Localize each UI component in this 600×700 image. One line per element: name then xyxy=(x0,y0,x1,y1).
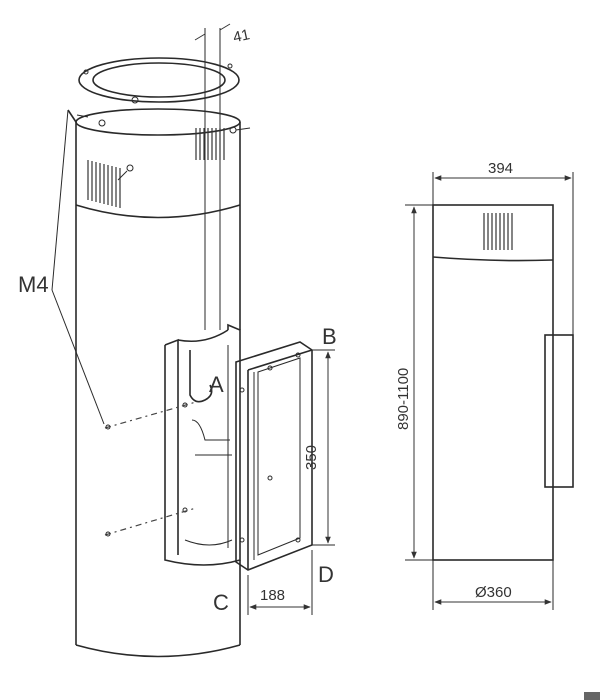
flange-ring xyxy=(78,57,240,104)
dim-height-label: 890-1100 xyxy=(395,368,412,430)
top-screws xyxy=(76,114,251,181)
dimension-188: 188 xyxy=(247,550,313,615)
label-d: D xyxy=(318,562,334,587)
right-vent-grill-icon xyxy=(195,128,225,160)
dim-41-label: 41 xyxy=(231,26,251,46)
left-vent-grill-icon xyxy=(87,160,121,208)
dimension-41: 41 xyxy=(194,23,251,46)
dimension-height: 890-1100 xyxy=(395,204,433,561)
dimension-diameter: Ø360 xyxy=(432,560,554,610)
dim-188-label: 188 xyxy=(260,587,285,604)
label-a: A xyxy=(209,372,224,397)
cylinder-body xyxy=(67,108,241,658)
control-box xyxy=(544,334,574,488)
front-elevation-view: 394 890-1100 Ø360 xyxy=(395,160,574,610)
label-b: B xyxy=(322,324,337,349)
dimension-394: 394 xyxy=(432,160,574,335)
dimension-350: 350 xyxy=(303,349,335,546)
label-c: C xyxy=(213,590,229,615)
corner-mark xyxy=(584,692,600,700)
isometric-view: 41 xyxy=(18,23,337,658)
front-vent-grill-icon xyxy=(483,213,513,250)
dim-394-label: 394 xyxy=(488,160,513,177)
dim-diameter-label: Ø360 xyxy=(475,584,512,601)
bracket-housing xyxy=(164,323,241,566)
bracket-plate xyxy=(235,341,313,571)
dim-350-label: 350 xyxy=(303,445,320,470)
m4-label: M4 xyxy=(18,272,49,297)
